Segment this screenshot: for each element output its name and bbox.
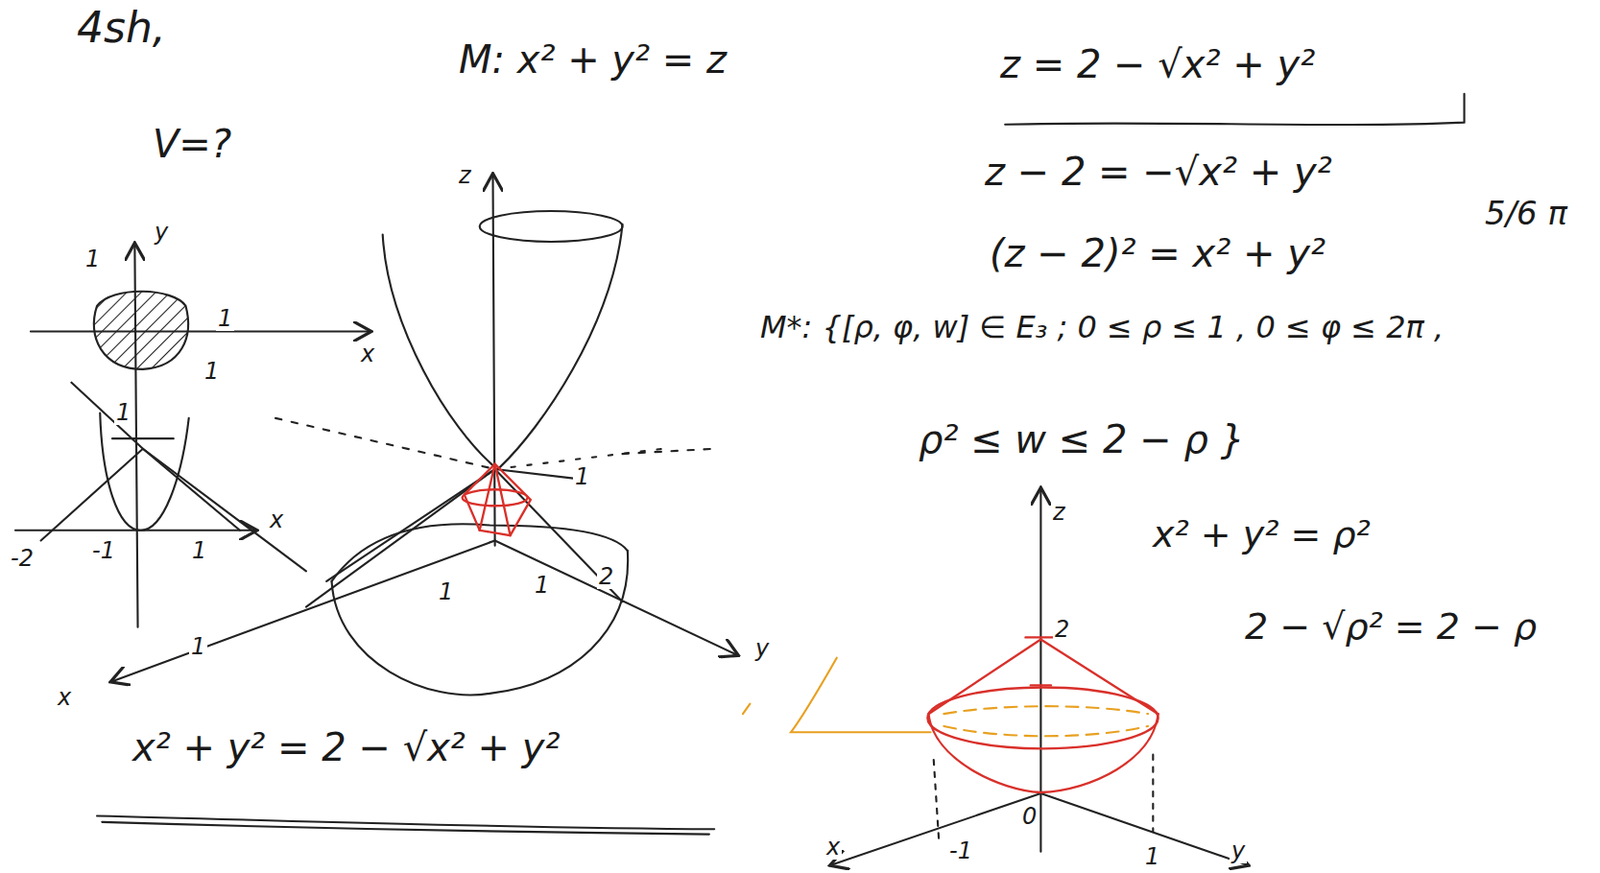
axis-label: z [456,163,474,189]
handwritten-formula: x² + y² = ρ² [1152,515,1371,556]
axis-label: x [55,685,73,711]
axis-label: y [1229,838,1247,864]
handwritten-formula: M: x² + y² = z [458,38,727,81]
axis-label: 1 [532,573,551,598]
axis-label: 1 [114,400,133,426]
axis-label: x [267,507,286,533]
axis-label: x [824,835,842,860]
handwritten-formula: (z − 2)² = x² + y² [989,232,1326,275]
axis-label: -1 [947,838,975,864]
axis-label: 1 [189,634,208,660]
handwritten-formula: 4sh, [76,4,167,51]
axis-label: y [152,219,170,245]
axis-label: 1 [215,306,235,332]
axis-label: 1 [83,246,102,272]
axis-label: -2 [8,546,36,572]
axis-label: 2 [1052,617,1072,643]
axis-label: 1 [202,358,221,384]
axis-label: y [753,636,771,662]
axis-label: z [1050,500,1068,526]
axis-label: 1 [1143,844,1162,870]
axis-label: 0 [1020,804,1039,830]
handwritten-formula: M*: {[ρ, φ, w] ∈ E₃ ; 0 ≤ ρ ≤ 1 , 0 ≤ φ … [760,310,1444,345]
handwritten-formula: 5/6 π [1484,195,1568,232]
handwritten-formula: x² + y² = 2 − √x² + y² [132,726,561,769]
handwritten-formula: z − 2 = −√x² + y² [984,150,1333,193]
axis-label: 1 [436,579,455,605]
axis-label: 2 [597,564,616,590]
axis-label: -1 [90,538,118,564]
handwritten-formula: V=? [152,122,232,166]
axis-label: 1 [190,538,209,564]
handwritten-formula: z = 2 − √x² + y² [1000,43,1315,86]
axis-label: x [358,341,377,367]
handwritten-formula: 2 − √ρ² = 2 − ρ [1244,607,1537,648]
axis-label: 1 [573,464,592,490]
handwritten-formula: ρ² ≤ w ≤ 2 − ρ } [918,418,1245,461]
